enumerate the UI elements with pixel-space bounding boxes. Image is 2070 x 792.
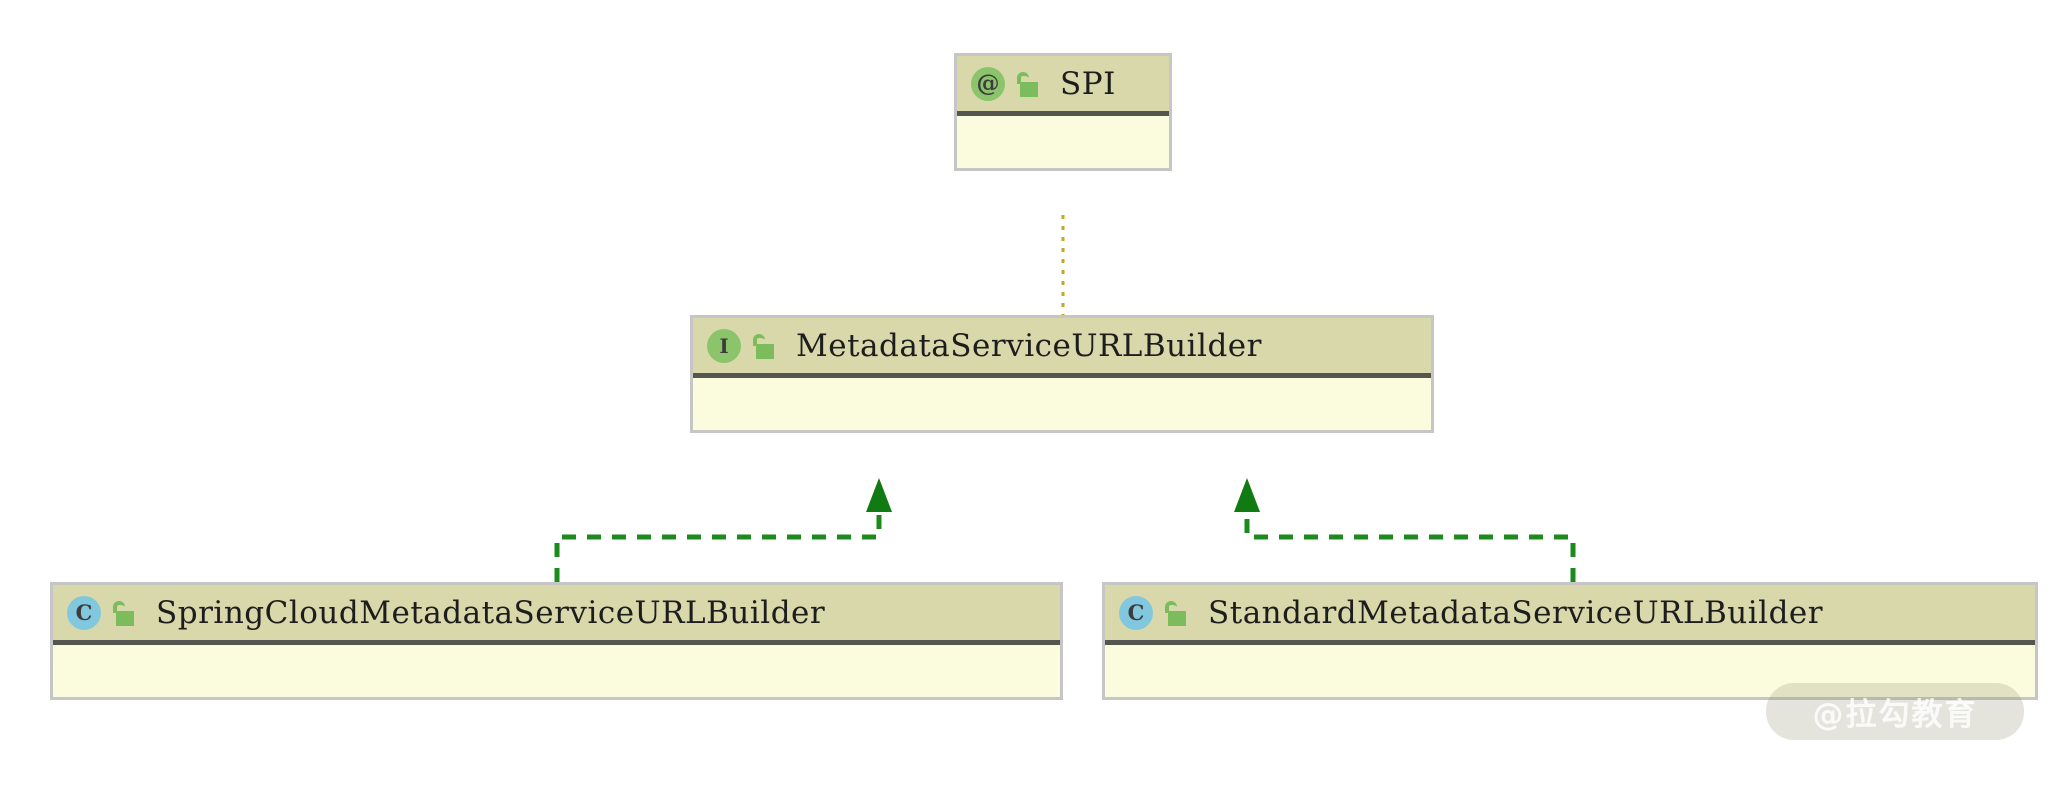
uml-node-title: StandardMetadataServiceURLBuilder bbox=[1208, 594, 1824, 631]
watermark-text: @拉勾教育 bbox=[1812, 697, 1978, 733]
realization-arrowhead-standard bbox=[1234, 478, 1260, 512]
uml-node-standard-metadata-service-url-builder[interactable]: C StandardMetadataServiceURLBuilder bbox=[1102, 582, 2038, 700]
uml-node-members bbox=[693, 378, 1431, 430]
uml-node-header: I MetadataServiceURLBuilder bbox=[693, 318, 1431, 378]
uml-node-title: SPI bbox=[1060, 65, 1116, 102]
realization-arrowhead-springcloud bbox=[866, 478, 892, 512]
uml-node-metadata-service-url-builder[interactable]: I MetadataServiceURLBuilder bbox=[690, 315, 1434, 433]
edge-standard-to-interface bbox=[1244, 500, 1576, 582]
uml-node-header: @ SPI bbox=[957, 56, 1169, 116]
uml-node-title: SpringCloudMetadataServiceURLBuilder bbox=[156, 594, 826, 631]
uml-node-members bbox=[53, 645, 1060, 697]
interface-icon: I bbox=[707, 328, 741, 363]
class-icon: C bbox=[67, 595, 101, 630]
annotation-icon: @ bbox=[971, 66, 1005, 101]
open-lock-icon bbox=[1014, 71, 1038, 97]
class-icon: C bbox=[1119, 595, 1153, 630]
uml-node-header: C StandardMetadataServiceURLBuilder bbox=[1105, 585, 2035, 645]
uml-node-header: C SpringCloudMetadataServiceURLBuilder bbox=[53, 585, 1060, 645]
uml-node-spi[interactable]: @ SPI bbox=[954, 53, 1172, 171]
open-lock-icon bbox=[1162, 600, 1186, 626]
open-lock-icon bbox=[750, 333, 774, 359]
uml-node-members bbox=[1105, 645, 2035, 697]
edge-springcloud-to-interface bbox=[554, 500, 882, 582]
uml-node-spring-cloud-metadata-service-url-builder[interactable]: C SpringCloudMetadataServiceURLBuilder bbox=[50, 582, 1063, 700]
uml-node-title: MetadataServiceURLBuilder bbox=[796, 327, 1262, 364]
uml-node-members bbox=[957, 116, 1169, 168]
open-lock-icon bbox=[110, 600, 134, 626]
watermark: @拉勾教育 bbox=[1766, 683, 2024, 740]
